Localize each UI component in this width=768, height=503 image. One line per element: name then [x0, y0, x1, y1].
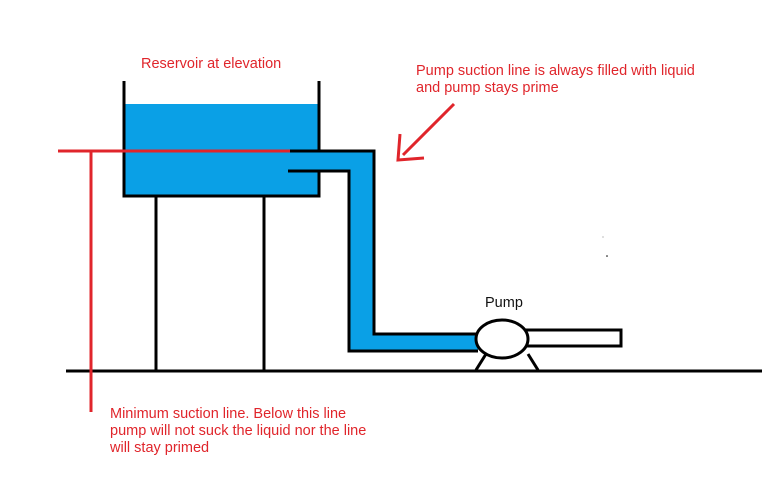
- minimum-suction-annotation: Minimum suction line. Below this line pu…: [110, 406, 366, 457]
- pump-label: Pump: [485, 295, 523, 311]
- suction-pipe-outer-wall: [288, 149, 478, 336]
- pump-base-right: [526, 353, 540, 371]
- discharge-pipe: [522, 328, 623, 348]
- suction-line-annotation: Pump suction line is always filled with …: [416, 63, 695, 97]
- annotation-arrow: [396, 102, 456, 162]
- reservoir-label: Reservoir at elevation: [141, 56, 282, 72]
- reservoir-tank: [122, 81, 321, 198]
- pump-base-left: [474, 353, 488, 371]
- stray-dot: [606, 255, 608, 257]
- minimum-suction-annotation-line1: Minimum suction line. Below this line: [110, 406, 347, 422]
- pump-body: [474, 318, 530, 360]
- suction-line-annotation-line2: and pump stays prime: [416, 80, 559, 96]
- stray-dot: [602, 236, 604, 238]
- suction-line-annotation-line1: Pump suction line is always filled with …: [416, 63, 695, 79]
- suction-pipe-inner-wall: [288, 169, 478, 353]
- minimum-suction-annotation-line3: will stay primed: [110, 440, 210, 456]
- minimum-suction-annotation-line2: pump will not suck the liquid nor the li…: [110, 423, 367, 439]
